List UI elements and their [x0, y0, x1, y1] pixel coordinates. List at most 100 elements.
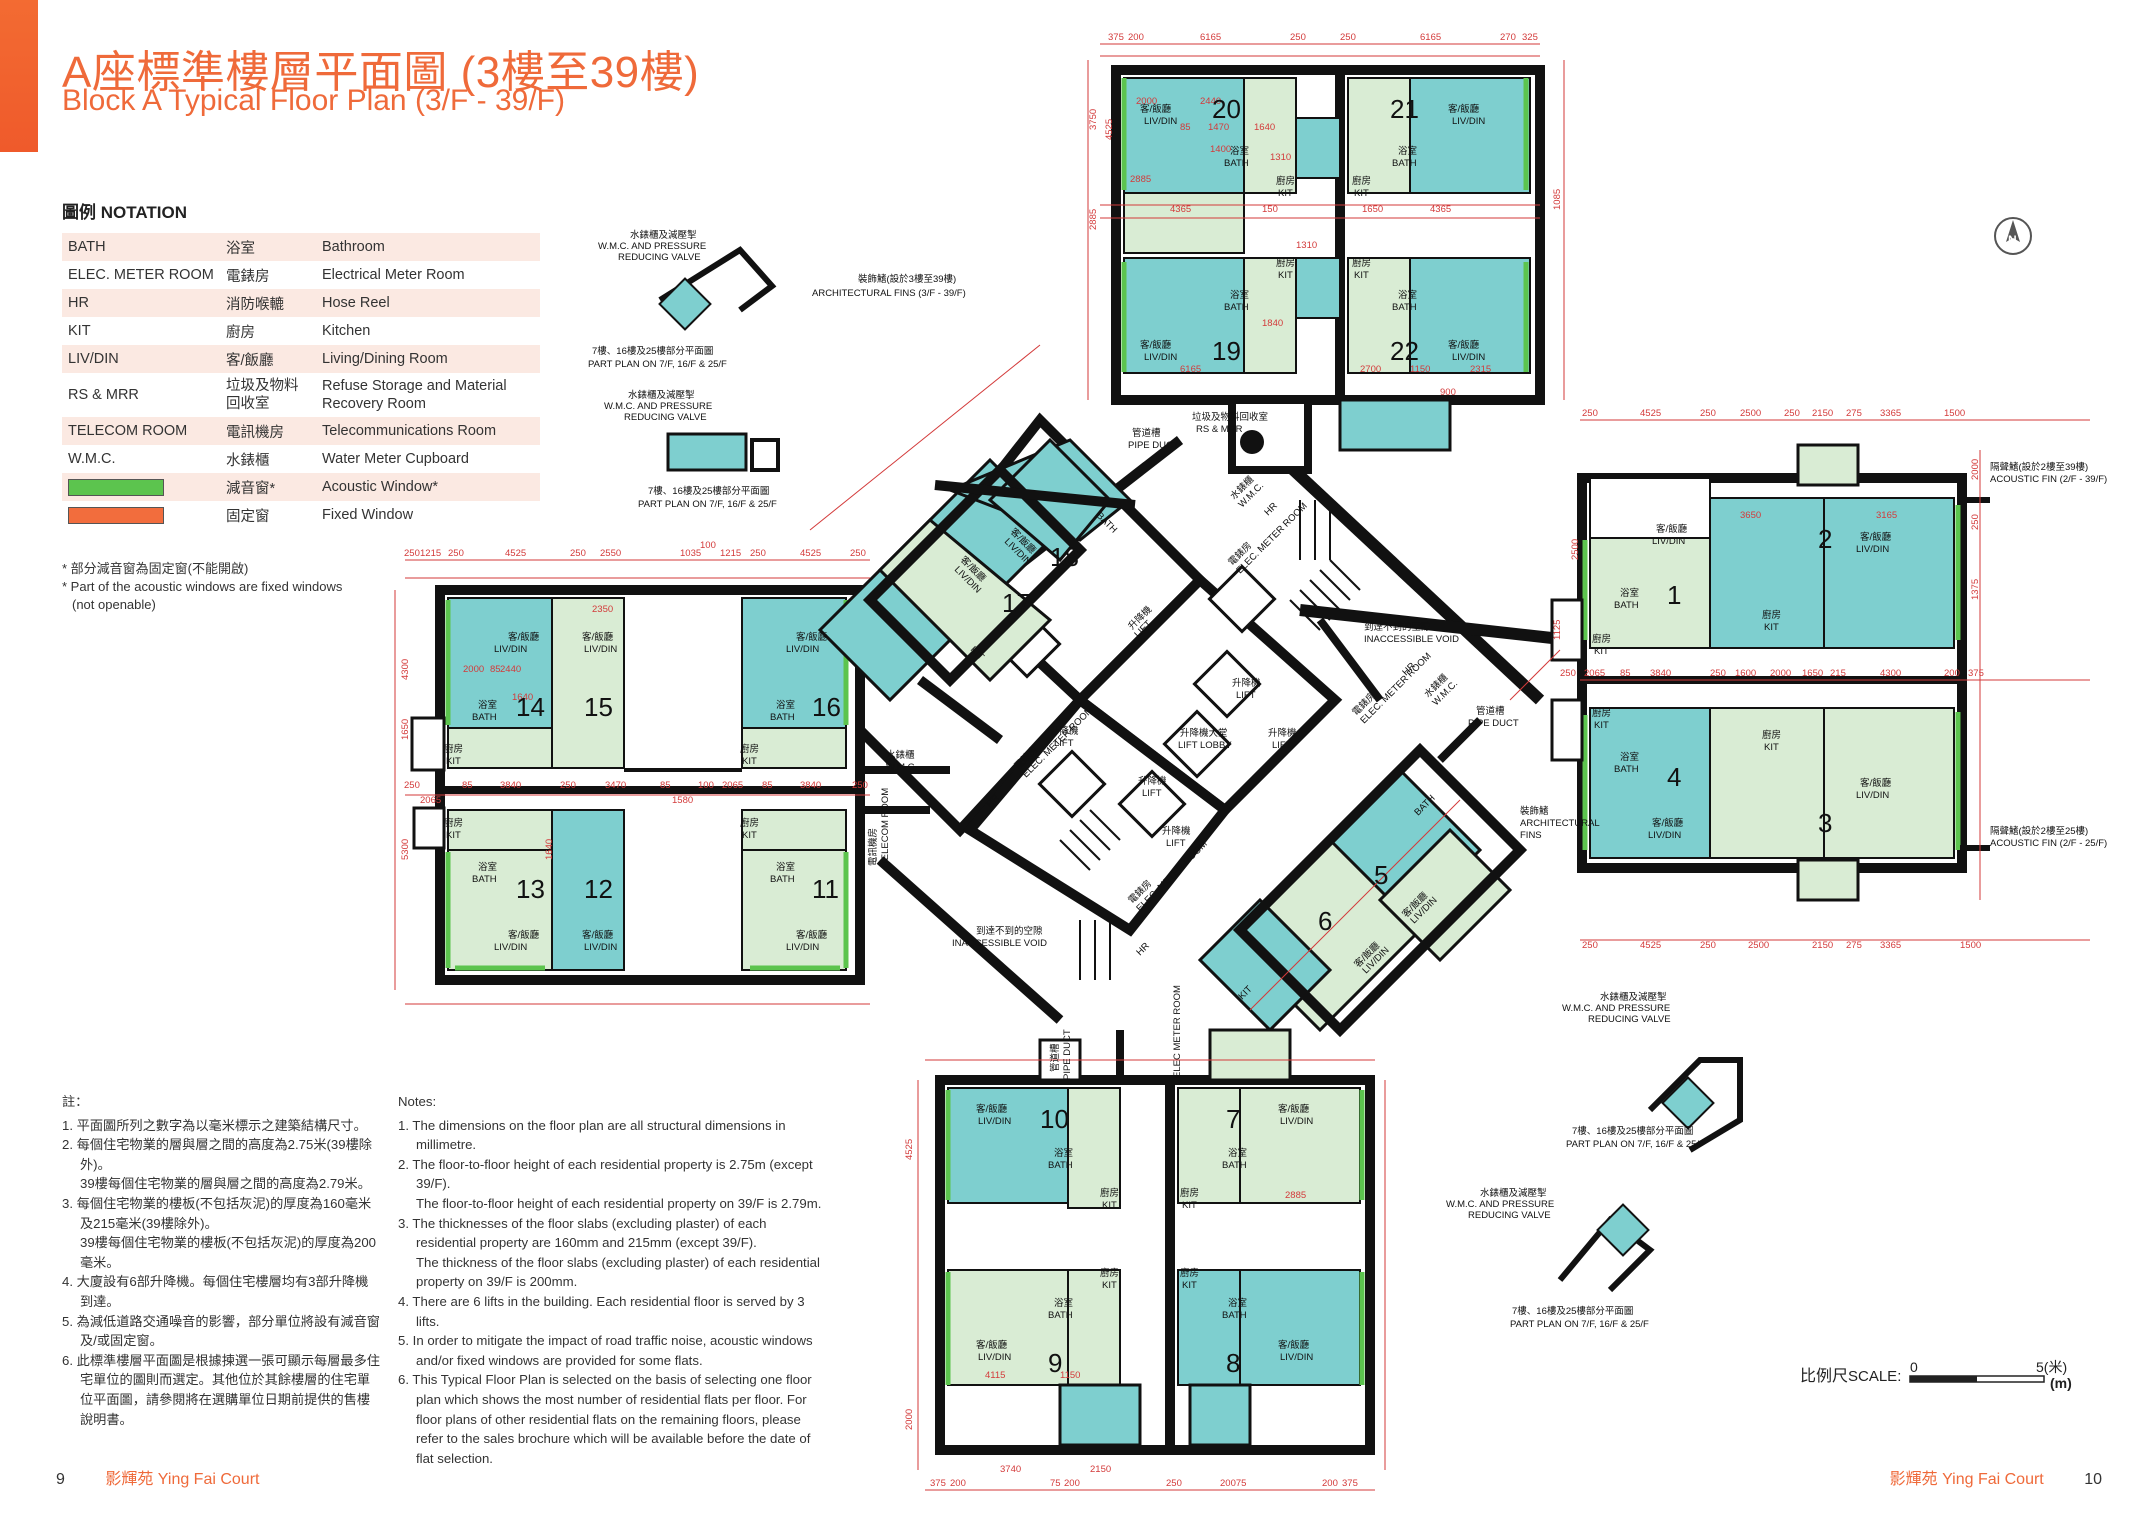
upper-left-diagonal: [817, 437, 1136, 744]
wmc-valve-en: W.M.C. AND PRESSURE: [598, 241, 706, 252]
dim-label: 1375: [1970, 579, 1981, 600]
part-plan-zh: 7樓、16樓及25樓部分平面圖: [1512, 1305, 1633, 1317]
dim-label: 1640: [512, 692, 533, 703]
dim-label: 75: [1050, 1478, 1061, 1489]
bath-label-zh: 浴室: [478, 699, 497, 711]
notation-abbr: ELEC. METER ROOM: [68, 267, 214, 283]
kit-label-en: KIT: [1278, 188, 1293, 199]
livdin-label-en: LIV/DIN: [1856, 790, 1889, 801]
arch-fins-en: ARCHITECTURAL: [1520, 818, 1600, 829]
dim-label: 250: [1700, 940, 1716, 951]
dim-label: 250: [570, 548, 586, 559]
kit-label-en: KIT: [1102, 1280, 1117, 1291]
wmc-valve-en: W.M.C. AND PRESSURE: [1446, 1199, 1554, 1210]
note-zh-item: 4. 大廈設有6部升降機。每個住宅樓層均有3部升降機到達。: [62, 1274, 369, 1309]
pipe-duct-zh: 管道槽: [1049, 1043, 1061, 1072]
bath-label-zh: 浴室: [776, 861, 795, 873]
dim-label: 2000: [904, 1409, 915, 1430]
arch-fins-en: FINS: [1520, 830, 1542, 841]
dim-label: 85: [490, 664, 501, 675]
lift-label-zh: 升降機: [1232, 677, 1261, 689]
dim-label: 2885: [1088, 209, 1099, 230]
part-plan-top: [658, 246, 777, 331]
bath-label-en: BATH: [1048, 1310, 1073, 1321]
bath-label-zh: 浴室: [1620, 587, 1639, 599]
dim-label: 4525: [1640, 940, 1661, 951]
part-plan-en: PART PLAN ON 7/F, 16/F & 25/F: [1566, 1139, 1705, 1150]
note-en-item: The thickness of the floor slabs (exclud…: [416, 1254, 820, 1290]
kit-label-zh: 廚房: [1592, 633, 1611, 645]
top-tower: [1111, 65, 1545, 474]
dim-label: 2700: [1360, 364, 1381, 375]
flat-number: 16: [812, 692, 841, 722]
dim-label: 250: [1710, 668, 1726, 679]
room-labels: 客/飯廳 LIV/DIN 客/飯廳 LIV/DIN 客/飯廳 LIV/DIN 客…: [444, 103, 1892, 1363]
wmc-en: W.M.C.: [886, 762, 917, 773]
acoustic-fin-en: ACOUSTIC FIN (2/F - 25/F): [1990, 838, 2107, 849]
dim-label: 85: [1180, 122, 1191, 133]
kit-label-en: KIT: [1278, 270, 1293, 281]
footer-brand: 影輝苑 Ying Fai Court: [1889, 1471, 2044, 1488]
kit-label-zh: 廚房: [1352, 257, 1371, 269]
dim-label: 150: [1262, 204, 1278, 215]
acoustic-fin-en: ACOUSTIC FIN (2/F - 39/F): [1990, 474, 2107, 485]
part-plan-zh: 7樓、16樓及25樓部分平面圖: [592, 345, 713, 357]
livdin-label-zh: 客/飯廳: [1448, 103, 1480, 115]
dim-label: 85: [660, 780, 671, 791]
dim-label: 1150: [1060, 1370, 1080, 1381]
dim-label: 85: [762, 780, 773, 791]
dim-label: 2000: [1770, 668, 1791, 679]
notation-abbr: KIT: [68, 323, 91, 339]
livdin-label-zh: 客/飯廳: [796, 631, 828, 643]
livdin-label-en: LIV/DIN: [1652, 536, 1685, 547]
lift-label-en: LIFT: [1236, 690, 1256, 701]
dim-label: 2150: [1812, 940, 1833, 951]
wmc-valve-en: W.M.C. AND PRESSURE: [604, 401, 712, 412]
note-zh-item: 2. 每個住宅物業的層與層之間的高度為2.75米(39樓除外)。: [62, 1137, 372, 1172]
dim-label: 325: [1522, 32, 1538, 43]
dim-label: 4365: [1170, 204, 1191, 215]
scale-start: 0: [1910, 1359, 1918, 1375]
kit-label-en: KIT: [742, 830, 757, 841]
dim-label: 2500: [1748, 940, 1769, 951]
dim-label: 1150: [1410, 364, 1430, 375]
lift-label-zh: 升降機: [1162, 825, 1191, 837]
footer-right: 影輝苑 Ying Fai Court 10: [1890, 1465, 2102, 1489]
note-zh-item: 5. 為減低道路交通噪音的影響，部分單位將設有減音窗及/或固定窗。: [62, 1313, 380, 1349]
dim-label: 6165: [1180, 364, 1201, 375]
notation-abbr: HR: [62, 289, 220, 317]
flat-number: 7: [1226, 1104, 1240, 1134]
dim-label: 4365: [1430, 204, 1451, 215]
dim-label: 1310: [1296, 240, 1317, 251]
livdin-label-zh: 客/飯廳: [1278, 1339, 1310, 1351]
dim-label: 2000: [463, 664, 484, 675]
flat-number: 4: [1667, 762, 1681, 792]
void-zh: 到達不到的空隙: [976, 925, 1043, 937]
dim-label: 3165: [1876, 510, 1897, 521]
kit-label-zh: 廚房: [1180, 1267, 1199, 1279]
hr-label: HR: [1262, 501, 1280, 519]
dim-label: 4525: [1104, 119, 1115, 140]
dim-label: 250: [1700, 408, 1716, 419]
flat-number: 9: [1048, 1348, 1062, 1378]
bath-label-zh: 浴室: [1398, 145, 1417, 157]
bath-label-zh: 浴室: [1228, 1297, 1247, 1309]
livdin-label-zh: 客/飯廳: [1278, 1103, 1310, 1115]
note-en-item: 3. The thicknesses of the floor slabs (e…: [398, 1215, 767, 1251]
note-en-item: The floor-to-floor height of each reside…: [416, 1195, 822, 1211]
note-zh-item: 39樓每個住宅物業的樓板(不包括灰泥)的厚度為200毫米。: [80, 1235, 377, 1270]
notation-en: Hose Reel: [316, 289, 540, 317]
notation-zh: 電訊機房: [220, 417, 316, 445]
dim-label: 85: [462, 780, 473, 791]
dim-label: 2150: [1090, 1464, 1111, 1475]
dim-label: 200: [950, 1478, 966, 1489]
wmc-valve-zh: 水錶櫃及減壓掣: [630, 229, 697, 241]
livdin-label-en: LIV/DIN: [494, 644, 527, 655]
dim-label: 250: [404, 780, 420, 791]
bath-label-zh: 浴室: [1230, 289, 1249, 301]
dim-label: 6165: [1200, 32, 1221, 43]
